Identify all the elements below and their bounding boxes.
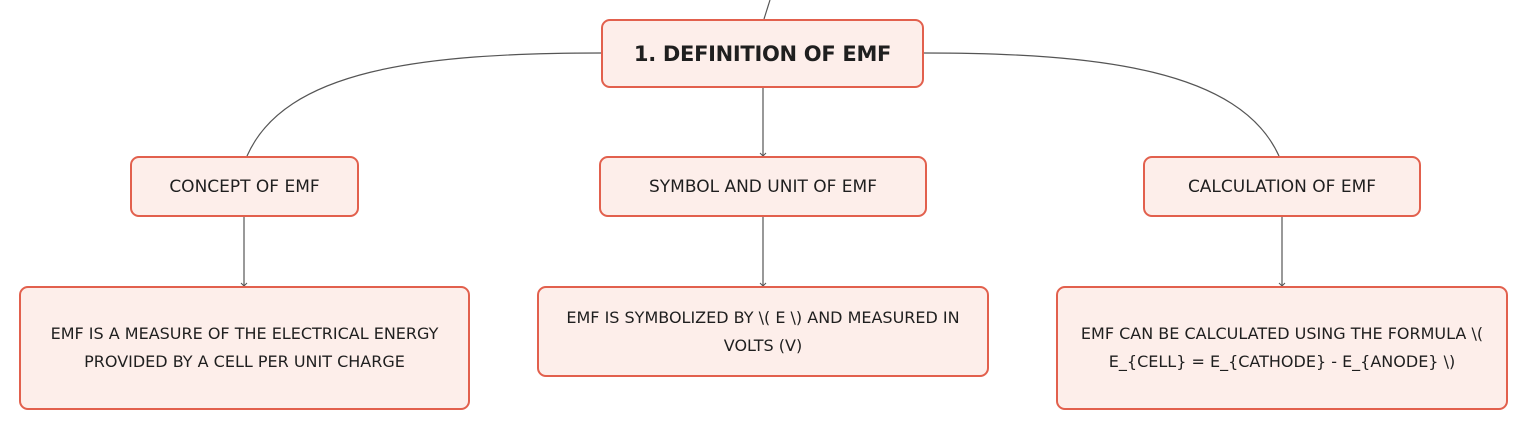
detail-node-text: EMF IS SYMBOLIZED BY \( E \) AND MEASURE… xyxy=(566,307,960,355)
incoming-connector xyxy=(763,0,771,20)
connector-root-to-calculation xyxy=(923,52,1280,157)
detail-node-concept[interactable]: EMF IS A MEASURE OF THE ELECTRICAL ENERG… xyxy=(19,286,470,410)
branch-node-concept[interactable]: CONCEPT OF EMF xyxy=(130,156,359,217)
detail-node-text: EMF CAN BE CALCULATED USING THE FORMULA … xyxy=(1080,324,1484,371)
detail-node-symbol-unit[interactable]: EMF IS SYMBOLIZED BY \( E \) AND MEASURE… xyxy=(537,286,989,377)
root-node-label: 1. DEFINITION OF EMF xyxy=(633,41,892,66)
detail-node-calculation[interactable]: EMF CAN BE CALCULATED USING THE FORMULA … xyxy=(1056,286,1508,410)
branch-node-calculation[interactable]: CALCULATION OF EMF xyxy=(1143,156,1421,217)
detail-node-text: EMF IS A MEASURE OF THE ELECTRICAL ENERG… xyxy=(50,324,439,371)
branch-node-symbol-unit[interactable]: SYMBOL AND UNIT OF EMF xyxy=(599,156,927,217)
connector-root-to-concept xyxy=(246,52,602,157)
branch-node-label: SYMBOL AND UNIT OF EMF xyxy=(648,176,877,197)
branch-node-label: CONCEPT OF EMF xyxy=(169,176,320,197)
branch-node-label: CALCULATION OF EMF xyxy=(1187,176,1377,197)
root-node[interactable]: 1. DEFINITION OF EMF xyxy=(601,19,924,88)
